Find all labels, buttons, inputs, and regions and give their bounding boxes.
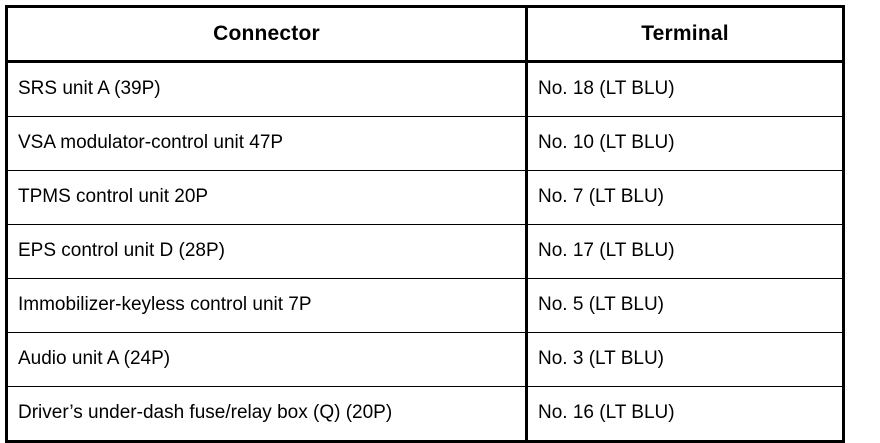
table-row: VSA modulator-control unit 47P No. 10 (L… <box>6 116 844 171</box>
table-row: Driver’s under-dash fuse/relay box (Q) (… <box>6 386 844 442</box>
table-header: Connector Terminal <box>6 6 844 63</box>
connector-terminal-table: Connector Terminal SRS unit A (39P) No. … <box>5 5 845 443</box>
cell-connector: EPS control unit D (28P) <box>6 224 528 279</box>
table-row: SRS unit A (39P) No. 18 (LT BLU) <box>6 61 844 117</box>
cell-terminal: No. 7 (LT BLU) <box>526 170 844 225</box>
cell-terminal: No. 10 (LT BLU) <box>526 116 844 171</box>
table-row: Immobilizer-keyless control unit 7P No. … <box>6 278 844 333</box>
cell-terminal: No. 17 (LT BLU) <box>526 224 844 279</box>
cell-terminal: No. 3 (LT BLU) <box>526 332 844 387</box>
table-row: Audio unit A (24P) No. 3 (LT BLU) <box>6 332 844 387</box>
connector-terminal-table-container: Connector Terminal SRS unit A (39P) No. … <box>5 5 845 443</box>
cell-connector: TPMS control unit 20P <box>6 170 528 225</box>
table-body: SRS unit A (39P) No. 18 (LT BLU) VSA mod… <box>6 61 844 442</box>
cell-connector: SRS unit A (39P) <box>6 61 528 117</box>
table-row: EPS control unit D (28P) No. 17 (LT BLU) <box>6 224 844 279</box>
table-row: TPMS control unit 20P No. 7 (LT BLU) <box>6 170 844 225</box>
column-header-terminal: Terminal <box>526 6 844 63</box>
cell-terminal: No. 18 (LT BLU) <box>526 61 844 117</box>
cell-terminal: No. 5 (LT BLU) <box>526 278 844 333</box>
cell-connector: Driver’s under-dash fuse/relay box (Q) (… <box>6 386 528 442</box>
cell-connector: VSA modulator-control unit 47P <box>6 116 528 171</box>
column-header-connector: Connector <box>6 6 528 63</box>
cell-terminal: No. 16 (LT BLU) <box>526 386 844 442</box>
cell-connector: Immobilizer-keyless control unit 7P <box>6 278 528 333</box>
table-header-row: Connector Terminal <box>6 6 844 63</box>
cell-connector: Audio unit A (24P) <box>6 332 528 387</box>
